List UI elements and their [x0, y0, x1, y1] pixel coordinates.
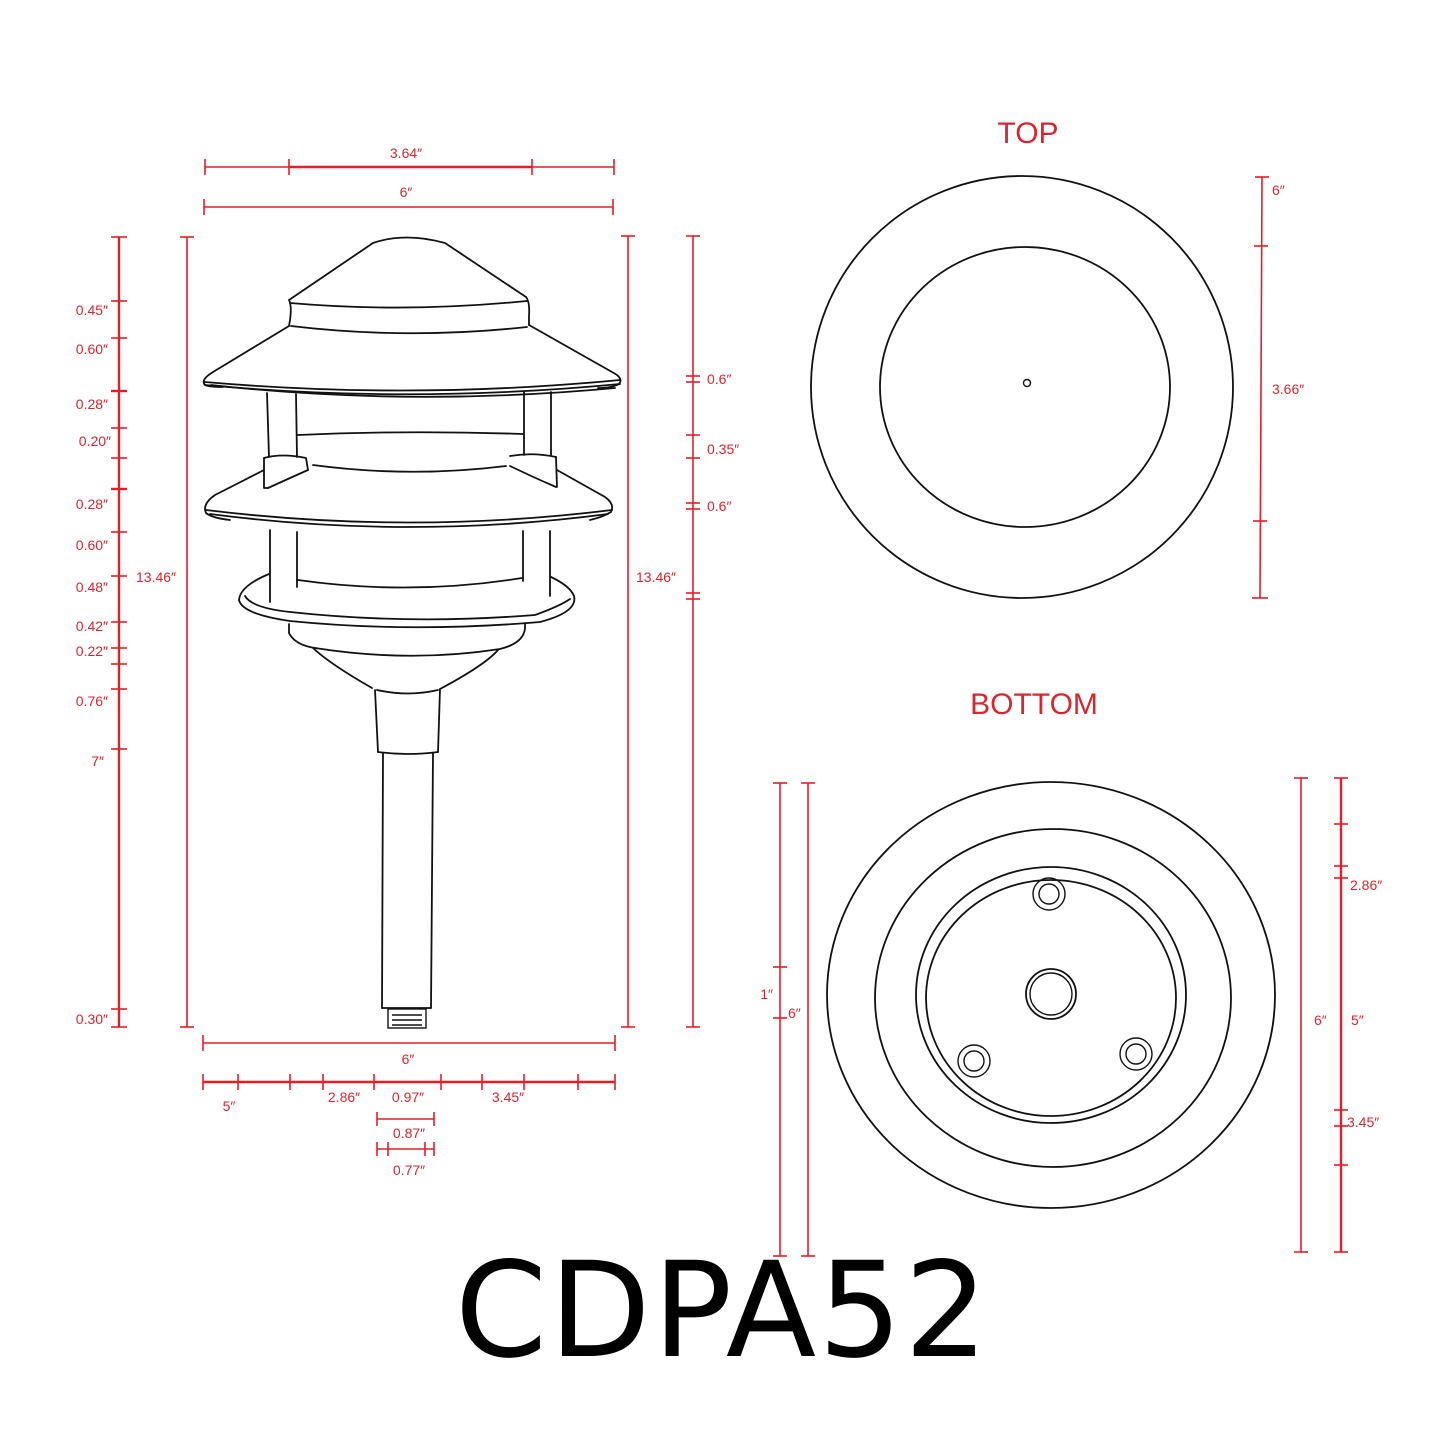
bottom-overall-width-label: 6″: [402, 1051, 415, 1067]
dim-label: 0.97″: [392, 1089, 424, 1105]
dim-label: 0.42″: [76, 618, 108, 634]
dim-label: 6″: [1314, 1012, 1327, 1028]
right-height-label: 13.46″: [636, 569, 676, 585]
dim-label: 7″: [91, 753, 104, 769]
top-view: [810, 175, 1234, 599]
dim-label: 0.48″: [76, 579, 108, 595]
dim-label: 2.86″: [328, 1089, 360, 1105]
left-stack-dimension: 0.45″ 0.60″ 0.28″ 0.20″ 0.28″ 0.60″ 0.48…: [76, 236, 127, 1028]
bottom-view-right-dimensions: 6″ 5″ 2.86″ 3.45″: [1294, 777, 1382, 1253]
right-stack-dimension: 0.6″ 0.35″ 0.6″: [686, 235, 739, 1028]
dim-label: 0.30″: [76, 1011, 108, 1027]
model-number: CDPA52: [454, 1234, 991, 1388]
dim-label: 5″: [1351, 1012, 1364, 1028]
right-overall-height: 13.46″: [621, 235, 676, 1028]
dim-label: 3.45″: [492, 1089, 524, 1105]
dim-label: 0.6″: [707, 371, 731, 387]
dim-label: 0.45″: [76, 302, 108, 318]
overall-width-label: 6″: [400, 184, 413, 200]
dim-label: 5″: [223, 1098, 236, 1114]
inner-width-label: 3.64″: [390, 145, 422, 161]
top-view-dimension: 6″ 3.66″: [1252, 176, 1304, 599]
stake-outer-label: 0.87″: [393, 1125, 425, 1141]
dim-label: 6″: [1272, 182, 1285, 198]
dim-label: 1″: [760, 986, 773, 1002]
dim-label: 0.28″: [76, 496, 108, 512]
bottom-width-dimensions: 6″ 5″ 2.86″ 0.97″ 3.45″ 0.87″ 0.77″: [202, 1035, 616, 1178]
dim-label: 0.60″: [76, 341, 108, 357]
left-overall-height: 13.46″: [136, 236, 194, 1028]
dim-label: 6″: [788, 1005, 801, 1021]
top-view-title: TOP: [997, 117, 1058, 150]
dim-label: 0.28″: [76, 396, 108, 412]
bottom-view: [826, 781, 1276, 1209]
dim-label: 2.86″: [1350, 877, 1382, 893]
dim-label: 0.22″: [76, 643, 108, 659]
dim-label: 3.45″: [1347, 1114, 1379, 1130]
stake-inner-label: 0.77″: [393, 1162, 425, 1178]
top-width-dimensions: 3.64″ 6″: [203, 145, 615, 215]
dim-label: 0.76″: [76, 693, 108, 709]
bottom-view-title: BOTTOM: [970, 688, 1098, 721]
left-height-label: 13.46″: [136, 569, 176, 585]
dim-label: 0.6″: [707, 498, 731, 514]
dim-label: 0.60″: [76, 537, 108, 553]
dim-label: 0.35″: [707, 441, 739, 457]
pagoda-lamp-side-view: [202, 236, 622, 1029]
dim-label: 3.66″: [1272, 381, 1304, 397]
bottom-view-left-dimensions: 1″ 6″: [760, 782, 815, 1257]
dim-label: 0.20″: [79, 433, 111, 449]
